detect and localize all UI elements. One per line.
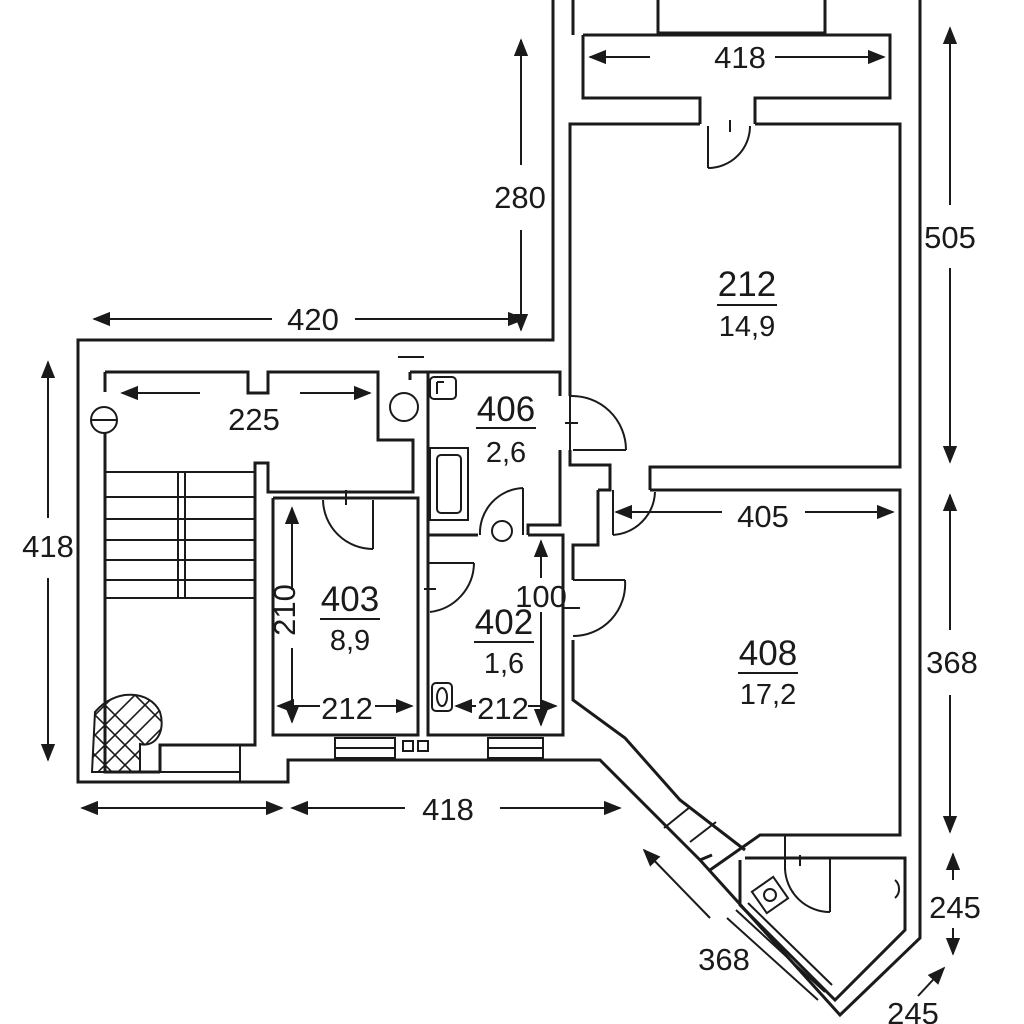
window-bottom-left [334,737,544,759]
washbasin [429,376,457,400]
room-area-402: 1,6 [484,648,524,680]
top-balcony [581,0,892,124]
meter-circle [90,406,118,434]
dim-label-225: 225 [228,402,280,437]
toilet [431,682,453,712]
room-number-406: 406 [477,390,535,429]
room-area-403: 8,9 [330,625,370,657]
staircase [105,471,255,599]
dim-368-right: 368 [926,493,978,834]
dim-label-368-right: 368 [926,645,978,680]
room-label-403: 403 8,9 [320,580,380,657]
door-408-top [612,490,656,536]
dim-245-b: 245 [887,966,946,1024]
dim-405: 405 [614,499,895,534]
door-406-lower [478,487,524,542]
dim-label-420: 420 [287,302,339,337]
dim-label-245-b: 245 [887,996,939,1024]
dim-505: 505 [924,26,976,464]
room-number-408: 408 [739,634,797,673]
dim-label-100: 100 [515,579,567,614]
dim-label-212-a: 212 [321,691,373,726]
room-408-walls [571,488,902,872]
dim-label-245-a: 245 [929,890,981,925]
door-402 [424,562,475,613]
outer-walls [76,0,922,1018]
dim-top-418: 418 [588,40,886,75]
dim-label-280: 280 [494,180,546,215]
dim-label-left-418: 418 [22,529,74,564]
boiler-circle [389,356,424,422]
room-label-402: 402 1,6 [474,603,534,680]
dim-245-a: 245 [929,852,981,956]
room-403-walls [271,496,420,737]
dim-left-418: 418 [22,360,74,762]
door-406 [565,394,627,451]
corner-room-walls [738,835,907,1003]
room-label-408: 408 17,2 [738,634,798,711]
dim-label-212-b: 212 [477,691,529,726]
dim-212-b: 212 [454,691,558,726]
room-area-212: 14,9 [719,311,775,343]
dim-bottom-418: 418 [80,792,622,827]
dim-100: 100 [515,539,567,727]
bathtub [429,447,469,521]
dim-label-bottom-418: 418 [422,792,474,827]
dim-label-405: 405 [737,499,789,534]
diagonal-balcony [663,806,833,1001]
dim-label-368-diag: 368 [698,942,750,977]
room-label-212: 212 14,9 [717,265,777,343]
dim-210: 210 [267,506,302,724]
dim-label-210: 210 [267,584,302,636]
room-402-walls [426,533,565,737]
dim-label-top-418: 418 [714,40,766,75]
dim-280: 280 [494,38,546,332]
door-212-top [707,120,751,169]
dim-225: 225 [120,385,372,437]
room-number-212: 212 [718,265,776,304]
dim-368-diag: 368 [642,848,750,977]
room-212-walls [568,122,902,492]
room-label-406: 406 2,6 [476,390,536,469]
room-area-408: 17,2 [740,679,796,711]
dim-420: 420 [92,302,526,337]
room-area-406: 2,6 [486,437,526,469]
door-408-left [563,579,627,638]
dim-212-a: 212 [276,691,414,726]
dim-label-505: 505 [924,220,976,255]
room-number-402: 402 [475,603,533,642]
room-number-403: 403 [321,580,379,619]
